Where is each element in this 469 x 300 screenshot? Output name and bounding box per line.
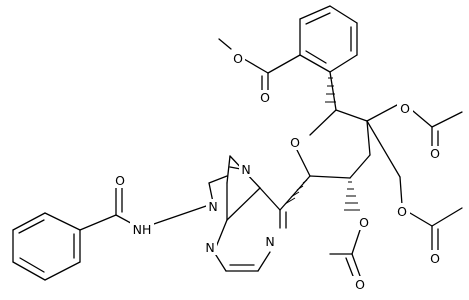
hashed-bond-c2-aryl (325, 77, 336, 103)
svg-text:O: O (359, 215, 369, 230)
svg-text:N: N (205, 240, 214, 255)
svg-text:NH: NH (133, 222, 152, 237)
svg-text:O: O (115, 173, 125, 188)
atom-o-acetoxy-3-carbonyl: O (352, 276, 368, 292)
svg-text:O: O (290, 135, 300, 150)
atom-o-acetoxy-2: O (394, 203, 410, 219)
atom-n1-purine: N (263, 234, 277, 249)
svg-text:N: N (241, 162, 250, 177)
atom-o-acetoxy-2-carbonyl: O (427, 250, 443, 266)
hashed-bond-c4-o (344, 181, 360, 211)
svg-text:O: O (260, 90, 270, 105)
svg-text:O: O (397, 204, 407, 219)
atom-o-ester-methoxy: O (231, 51, 245, 66)
atom-n3-purine: N (203, 240, 217, 255)
svg-text:N: N (265, 234, 274, 249)
atom-o-acetoxy-1: O (397, 100, 413, 116)
svg-text:O: O (400, 101, 410, 116)
atom-n7-purine: N (239, 162, 253, 177)
atom-o-amide: O (112, 172, 128, 188)
atom-o-ester-carbonyl: O (258, 90, 272, 105)
svg-text:O: O (430, 146, 440, 161)
atom-n9-purine: N (206, 199, 220, 214)
atom-label-layer: O O O O O O O O (112, 51, 443, 292)
bond-layer (12, 5, 463, 281)
svg-text:O: O (355, 277, 365, 292)
atom-o-ring: O (287, 134, 303, 150)
atom-o-acetoxy-3: O (356, 214, 372, 230)
svg-text:O: O (233, 51, 243, 66)
atom-o-acetoxy-1-carbonyl: O (427, 146, 443, 162)
hashed-bond-c1-purine (284, 179, 308, 205)
svg-text:O: O (430, 251, 440, 266)
svg-text:N: N (208, 199, 217, 214)
atom-nh-amide: NH (130, 221, 154, 237)
